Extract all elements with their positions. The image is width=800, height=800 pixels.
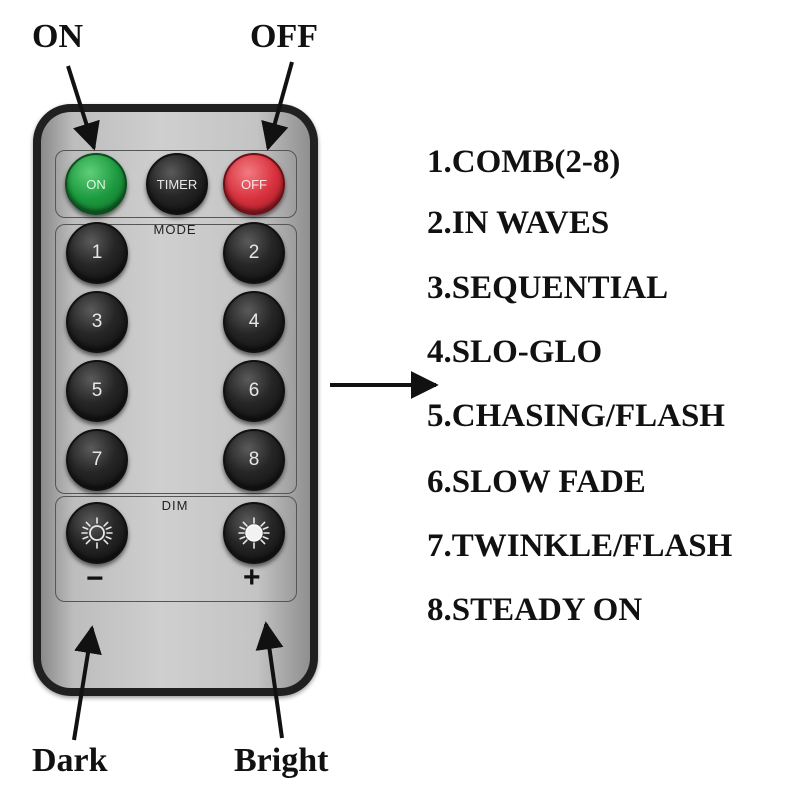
dim-panel [55, 496, 297, 602]
mode-button-3[interactable]: 3 [66, 291, 128, 353]
on-button[interactable]: ON [65, 153, 127, 215]
mode-button-7[interactable]: 7 [66, 429, 128, 491]
top-button-panel [55, 150, 297, 218]
sun-dim-icon [81, 517, 113, 549]
mode-item-7: 7.TWINKLE/FLASH [427, 528, 733, 564]
off-button[interactable]: OFF [223, 153, 285, 215]
mode-button-1[interactable]: 1 [66, 222, 128, 284]
mode-item-5: 5.CHASING/FLASH [427, 398, 725, 434]
mode-item-4: 4.SLO-GLO [427, 334, 603, 370]
mode-button-8[interactable]: 8 [223, 429, 285, 491]
mode-button-5[interactable]: 5 [66, 360, 128, 422]
remote-control: ON TIMER OFF MODE 1 2 3 4 5 6 7 8 DIM [33, 104, 318, 696]
mode-button-4[interactable]: 4 [223, 291, 285, 353]
arrow-dark [72, 625, 102, 741]
mode-item-8: 8.STEADY ON [427, 592, 643, 628]
mode-item-2: 2.IN WAVES [427, 205, 610, 241]
timer-button[interactable]: TIMER [146, 153, 208, 215]
dim-down-button[interactable] [66, 502, 128, 564]
dim-label: DIM [161, 498, 189, 513]
remote-face: ON TIMER OFF MODE 1 2 3 4 5 6 7 8 DIM [41, 112, 310, 688]
callout-bright: Bright [234, 742, 329, 779]
arrow-off [261, 61, 294, 151]
sun-bright-icon [238, 517, 270, 549]
mode-item-3: 3.SEQUENTIAL [427, 270, 669, 306]
mode-item-1: 1.COMB(2-8) [427, 144, 621, 180]
mode-button-6[interactable]: 6 [223, 360, 285, 422]
dim-plus-sign: + [243, 561, 261, 594]
dim-minus-sign: − [86, 562, 104, 595]
dim-up-button[interactable] [223, 502, 285, 564]
callout-on: ON [32, 18, 83, 55]
callout-off: OFF [250, 18, 318, 55]
callout-dark: Dark [32, 742, 108, 779]
mode-item-6: 6.SLOW FADE [427, 464, 646, 500]
arrow-bright [255, 621, 284, 739]
mode-label: MODE [153, 222, 197, 237]
arrow-on [66, 65, 100, 151]
mode-button-2[interactable]: 2 [223, 222, 285, 284]
mode-panel [55, 224, 297, 494]
